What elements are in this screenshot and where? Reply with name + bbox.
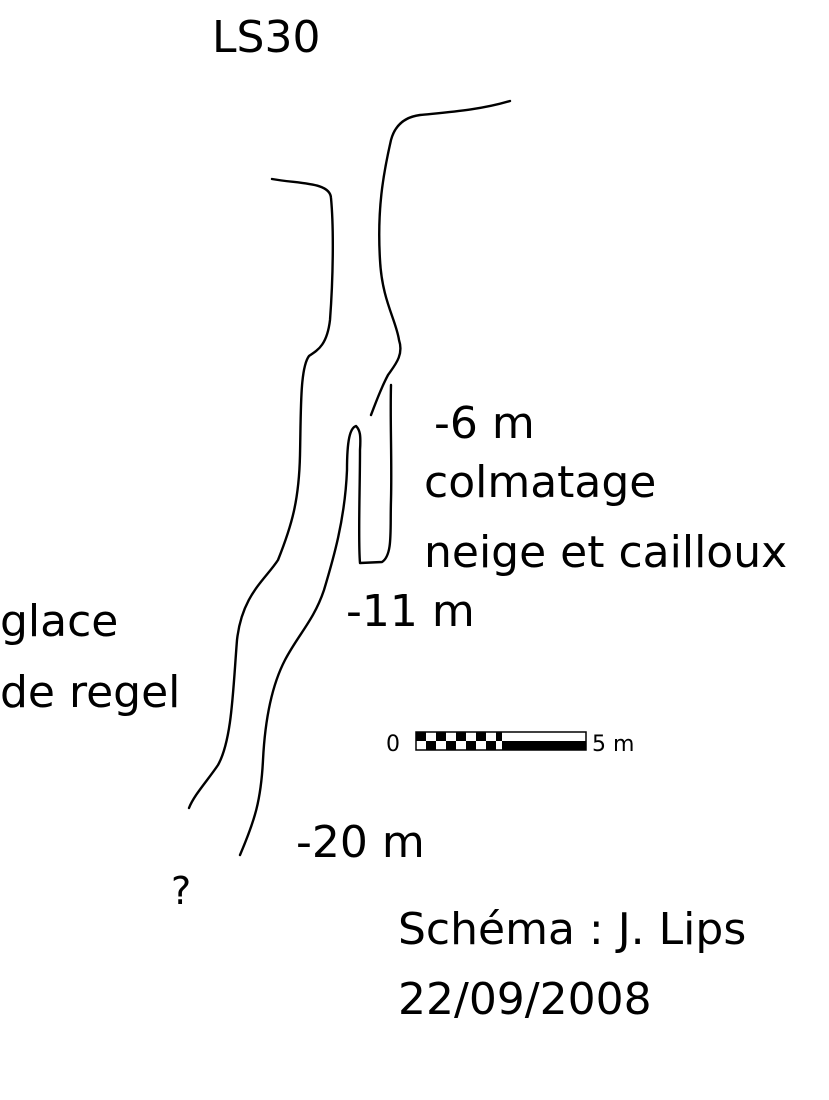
scale-bar-end-label: 5 m [592,732,634,757]
ice-label-line2: de regel [0,667,180,718]
right-wall [369,99,512,417]
depth-label-20m: -20 m [296,817,425,868]
diagram-title: LS30 [212,12,320,63]
unknown-continuation-mark: ? [171,869,191,913]
survey-date: 22/09/2008 [398,974,652,1025]
left-wall [187,177,335,810]
snow-rock-fill-pillar [238,383,393,857]
depth-label-6m: -6 m [434,398,535,449]
colmatage-label-line1: colmatage [424,457,656,508]
colmatage-label-line2: neige et cailloux [424,527,787,578]
scale-bar: 0 5 m [386,731,634,757]
scale-bar-start-label: 0 [386,732,400,757]
ice-label-line1: glace [0,596,118,647]
author-credit: Schéma : J. Lips [398,904,746,955]
depth-label-11m: -11 m [346,586,475,637]
